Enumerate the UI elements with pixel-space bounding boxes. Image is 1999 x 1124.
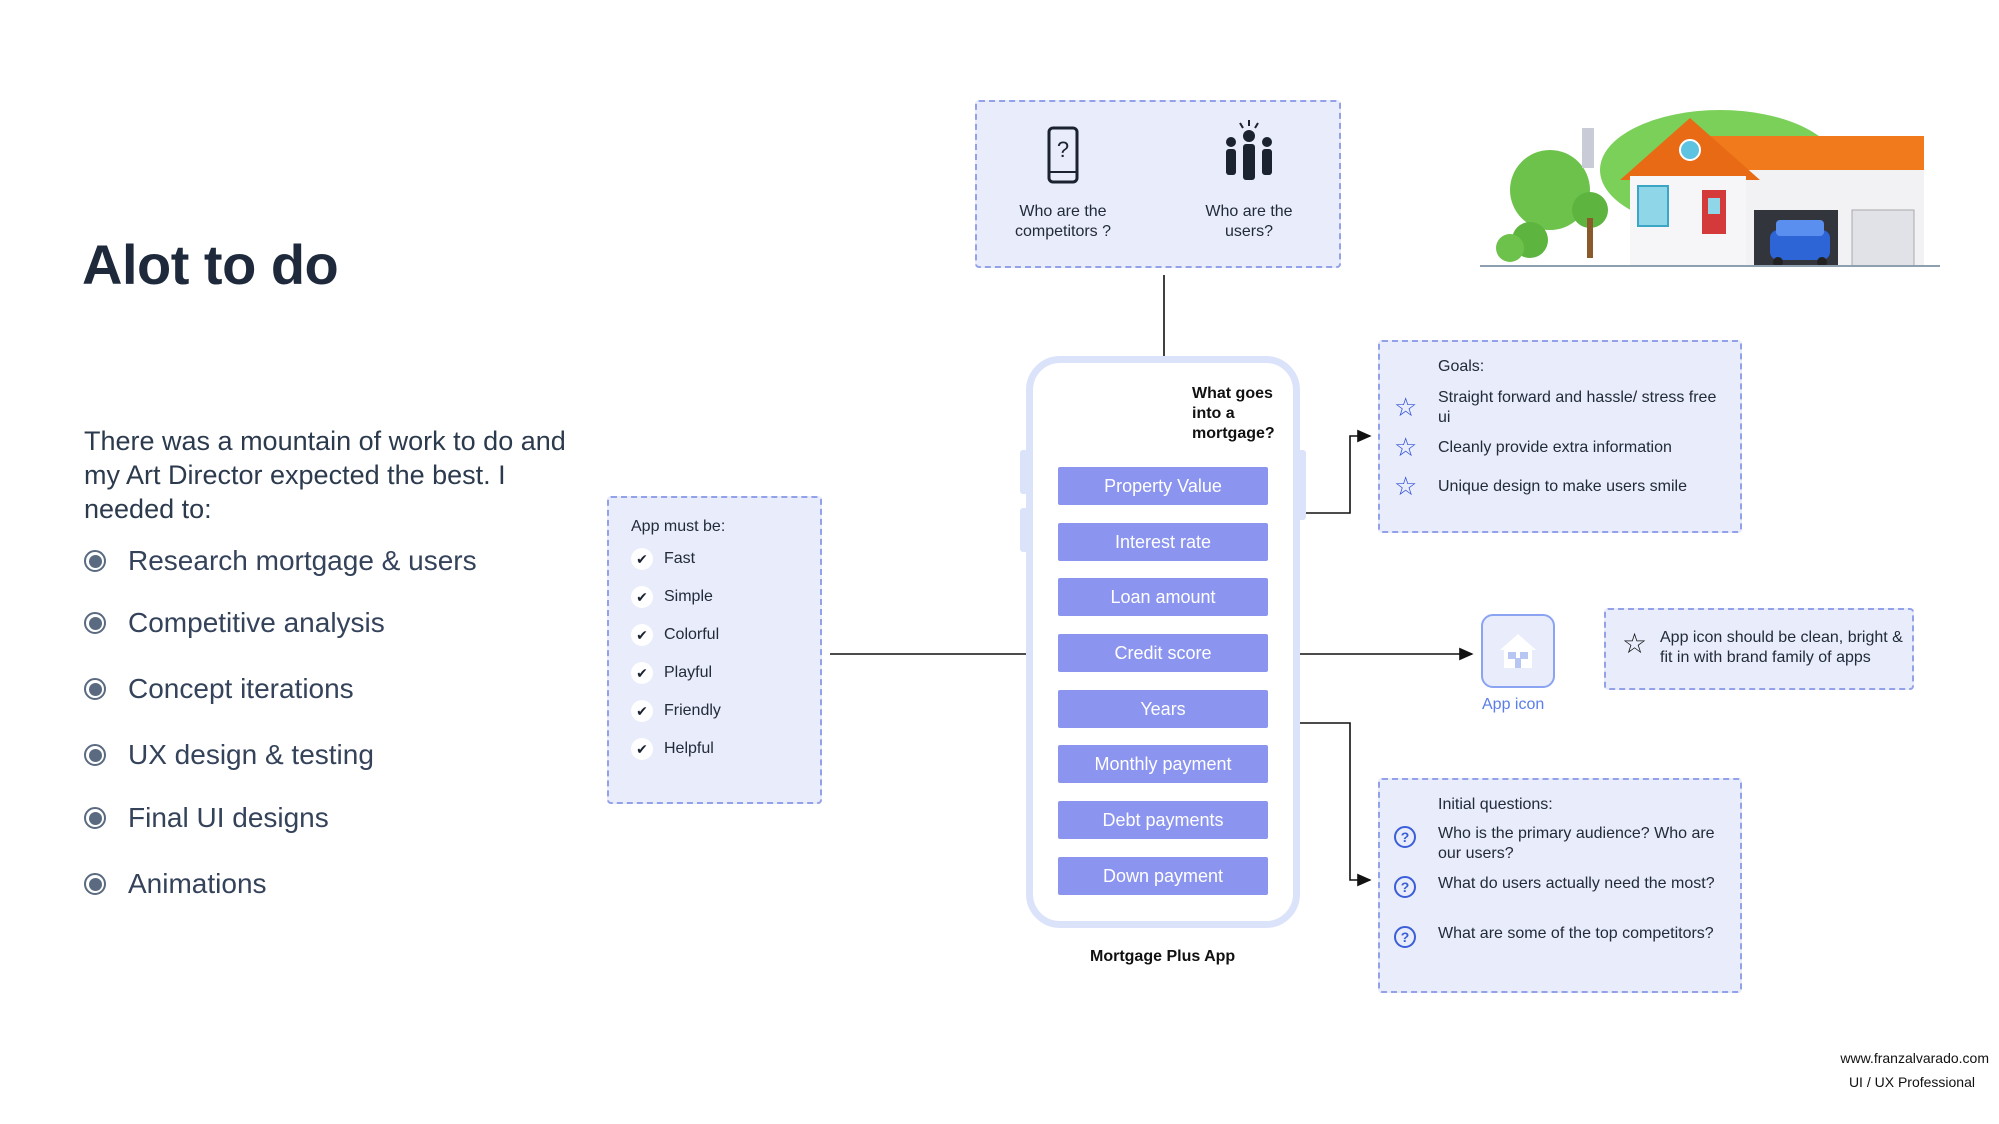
- footer-url: www.franzalvarado.com: [1840, 1050, 1989, 1066]
- mortgage-factor: Down payment: [1058, 857, 1268, 895]
- star-outline-icon: ☆: [1394, 432, 1418, 462]
- radio-bullet-icon: [84, 744, 106, 766]
- mortgage-factor: Loan amount: [1058, 578, 1268, 616]
- checkmark-icon: ✔: [631, 586, 653, 608]
- star-outline-icon: ☆: [1622, 628, 1648, 659]
- checkmark-icon: ✔: [631, 738, 653, 760]
- todo-item: Research mortgage & users: [84, 545, 477, 577]
- radio-bullet-icon: [84, 678, 106, 700]
- mortgage-factor: Property Value: [1058, 467, 1268, 505]
- house-icon: [1500, 634, 1536, 668]
- goal-item: Cleanly provide extra information: [1438, 439, 1672, 456]
- goal-item: Straight forward and hassle/ stress free…: [1438, 389, 1717, 426]
- question-item: What are some of the top competitors?: [1438, 925, 1714, 942]
- svg-text:?: ?: [1057, 137, 1069, 162]
- question-circle-icon: ?: [1394, 826, 1416, 848]
- question-item: What do users actually need the most?: [1438, 875, 1715, 892]
- goals-box: Goals: ☆ Straight forward and hassle/ st…: [1378, 340, 1742, 533]
- app-icon-note: App icon should be clean, bright & fit i…: [1660, 629, 1903, 666]
- todo-item: Concept iterations: [84, 673, 354, 705]
- competitors-question: Who are the competitors ?: [1014, 203, 1112, 240]
- mortgage-factor: Monthly payment: [1058, 745, 1268, 783]
- star-outline-icon: ☆: [1394, 392, 1418, 422]
- todo-item: Competitive analysis: [84, 607, 385, 639]
- app-icon-label: App icon: [1482, 696, 1545, 713]
- star-outline-icon: ☆: [1394, 471, 1418, 501]
- todo-item: Final UI designs: [84, 802, 329, 834]
- checkmark-icon: ✔: [631, 548, 653, 570]
- must-item: ✔Friendly: [631, 700, 721, 722]
- must-item: ✔Fast: [631, 548, 695, 570]
- intro-text: There was a mountain of work to do and m…: [84, 426, 566, 524]
- goals-heading: Goals:: [1438, 358, 1485, 375]
- mortgage-factor: Debt payments: [1058, 801, 1268, 839]
- app-must-be-box: App must be: ✔Fast ✔Simple ✔Colorful ✔Pl…: [607, 496, 822, 804]
- mortgage-factor: Credit score: [1058, 634, 1268, 672]
- must-item: ✔Playful: [631, 662, 712, 684]
- initial-questions-box: Initial questions: ? Who is the primary …: [1378, 778, 1742, 993]
- smartphone-question-icon: ?: [1047, 126, 1079, 184]
- users-question: Who are the users?: [1205, 203, 1293, 240]
- phone-side-button: [1020, 508, 1028, 552]
- radio-bullet-icon: [84, 550, 106, 572]
- house-illustration: [1480, 110, 1940, 267]
- must-item: ✔Colorful: [631, 624, 719, 646]
- mortgage-factor: Interest rate: [1058, 523, 1268, 561]
- todo-item: UX design & testing: [84, 739, 374, 771]
- research-box: ? Who are the competitors ? Who are the …: [975, 100, 1341, 268]
- must-item: ✔Simple: [631, 586, 713, 608]
- question-item: Who is the primary audience? Who are our…: [1438, 825, 1715, 862]
- radio-bullet-icon: [84, 807, 106, 829]
- musts-heading: App must be:: [631, 518, 726, 535]
- phone-side-button: [1020, 450, 1028, 494]
- phone-power-button: [1298, 450, 1306, 520]
- checkmark-icon: ✔: [631, 700, 653, 722]
- goal-item: Unique design to make users smile: [1438, 478, 1688, 495]
- mortgage-factor: Years: [1058, 690, 1268, 728]
- phone-question: What goes into a mortgage?: [1192, 385, 1275, 442]
- footer-role: UI / UX Professional: [1848, 1074, 1975, 1090]
- radio-bullet-icon: [84, 873, 106, 895]
- users-group-icon: [1226, 120, 1272, 180]
- question-circle-icon: ?: [1394, 926, 1416, 948]
- question-circle-icon: ?: [1394, 876, 1416, 898]
- radio-bullet-icon: [84, 612, 106, 634]
- checkmark-icon: ✔: [631, 662, 653, 684]
- checkmark-icon: ✔: [631, 624, 653, 646]
- page-title: Alot to do: [82, 233, 339, 296]
- todo-item: Animations: [84, 868, 267, 900]
- questions-heading: Initial questions:: [1438, 796, 1553, 813]
- app-icon-preview: [1481, 614, 1555, 688]
- app-icon-note-box: ☆ App icon should be clean, bright & fit…: [1604, 608, 1914, 690]
- phone-caption: Mortgage Plus App: [1090, 948, 1236, 965]
- must-item: ✔Helpful: [631, 738, 714, 760]
